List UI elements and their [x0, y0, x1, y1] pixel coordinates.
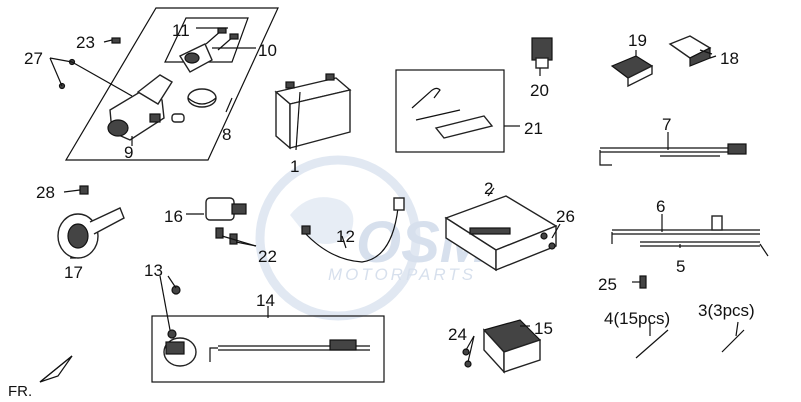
- callout-24: 24: [448, 325, 467, 344]
- tie-3: [721, 329, 745, 353]
- leader-lines: [49, 27, 739, 363]
- callout-28: 28: [36, 183, 55, 202]
- battery: [274, 73, 352, 150]
- callout-9: 9: [124, 143, 133, 162]
- ignition-switch: [107, 74, 173, 141]
- callout-27: 27: [24, 49, 43, 68]
- horn: [57, 207, 125, 259]
- screw-25: [639, 275, 647, 289]
- callout-4: 4(15pcs): [604, 309, 670, 328]
- callout-10: 10: [258, 41, 277, 60]
- lock-cylinder: [171, 113, 185, 123]
- harness-7: [599, 143, 747, 166]
- callout-26: 26: [556, 207, 575, 226]
- keys: [205, 27, 239, 51]
- callout-2: 2: [484, 179, 493, 198]
- sensor: [163, 285, 197, 367]
- callout-7: 7: [662, 115, 671, 134]
- tool-kit: [411, 87, 494, 139]
- tool-kit-frame: [395, 69, 505, 153]
- callout-14: 14: [256, 291, 275, 310]
- callout-5: 5: [676, 257, 685, 276]
- screw-28: [79, 185, 89, 195]
- callout-6: 6: [656, 197, 665, 216]
- callout-16: 16: [164, 207, 183, 226]
- seat-lock: [178, 43, 213, 73]
- cdi-unit: [482, 319, 542, 374]
- starter-relay: [610, 55, 654, 88]
- callout-8: 8: [222, 125, 231, 144]
- relay: [531, 37, 553, 69]
- callout-11: 11: [172, 21, 190, 40]
- callout-22: 22: [258, 247, 277, 266]
- screw-26: [540, 232, 556, 250]
- screw-23: [111, 37, 121, 44]
- callouts: 1 2 3(3pcs) 4(15pcs) 5 6 7 8 9 10 11 12 …: [24, 21, 755, 344]
- ignition-set-frame: [64, 7, 279, 161]
- direction-indicator: FR.: [8, 355, 73, 400]
- flasher: [205, 197, 247, 221]
- tie-4: [635, 329, 669, 359]
- callout-19: 19: [628, 31, 647, 50]
- callout-13: 13: [144, 261, 163, 280]
- callout-23: 23: [76, 33, 95, 52]
- callout-18: 18: [720, 49, 739, 68]
- callout-21: 21: [524, 119, 543, 138]
- direction-label: FR.: [8, 383, 32, 400]
- screw-22: [215, 227, 238, 245]
- harness-5: [640, 241, 769, 257]
- key-set-frame: [164, 17, 249, 63]
- callout-20: 20: [530, 81, 549, 100]
- harness-14: [209, 339, 370, 362]
- callout-17: 17: [64, 263, 83, 282]
- watermark-subtitle: MOTORPARTS: [328, 265, 476, 284]
- callout-1: 1: [290, 157, 299, 176]
- lock-cover: [187, 88, 217, 108]
- callout-15: 15: [534, 319, 553, 338]
- harness-12: [301, 197, 405, 263]
- callout-3: 3(3pcs): [698, 301, 755, 320]
- callout-12: 12: [336, 227, 355, 246]
- callout-25: 25: [598, 275, 617, 294]
- harness-6: [611, 215, 760, 244]
